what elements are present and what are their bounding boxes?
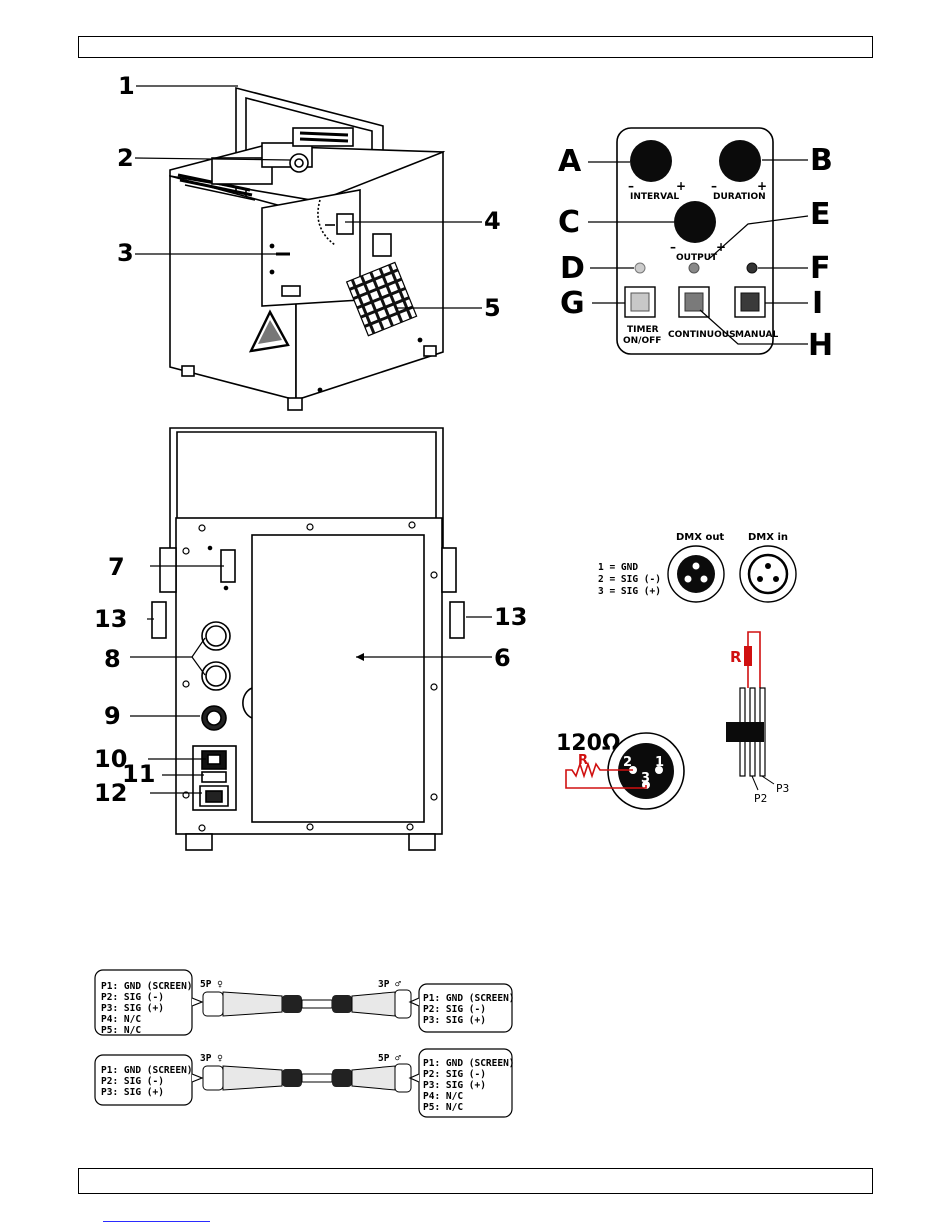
duration-knob[interactable] <box>719 140 761 182</box>
resistance-value: 120Ω <box>556 731 621 756</box>
svg-text:5: 5 <box>484 294 501 322</box>
cable2-left-pin1: P1: GND (SCREEN) <box>101 1065 193 1076</box>
header-bar <box>78 36 873 58</box>
front-callout-4: 4 <box>345 207 501 235</box>
output-plus: + <box>716 240 726 254</box>
svg-text:1: 1 <box>118 72 135 100</box>
cable1-left-pin3: P3: SIG (+) <box>101 1003 164 1014</box>
label-C: C <box>558 205 580 240</box>
cable1-left-pin2: P2: SIG (-) <box>101 992 164 1003</box>
front-callout-2: 2 <box>117 144 291 172</box>
dmx-pinout: 1 = GND 2 = SIG (-) 3 = SIG (+) DMX out … <box>598 532 797 603</box>
cable2-right-pin5: P5: N/C <box>423 1102 463 1113</box>
dmx-legend-1: 1 = GND <box>598 562 638 573</box>
label-G: G <box>560 286 585 321</box>
front-callout-3: 3 <box>117 239 277 267</box>
header-resistor-label: R <box>730 648 742 666</box>
term-resistor-label: R <box>578 753 588 768</box>
dmx-legend-2: 2 = SIG (-) <box>598 574 661 585</box>
term-pin-1: 1 <box>655 755 664 770</box>
back-callout-11: 11 <box>122 760 155 788</box>
manual-label: MANUAL <box>735 330 778 340</box>
duration-plus: + <box>757 179 767 193</box>
label-E: E <box>810 197 831 232</box>
footer-bar <box>78 1168 873 1194</box>
output-minus: – <box>670 240 676 254</box>
term-pin-2: 2 <box>623 755 632 770</box>
led-manual <box>746 262 758 274</box>
timer-label-line1: TIMER <box>627 325 659 335</box>
manual-button[interactable] <box>734 286 766 318</box>
arrow-head <box>356 653 364 661</box>
dmx-out-label: DMX out <box>676 532 724 543</box>
cable2-right-pin2: P2: SIG (-) <box>423 1069 486 1080</box>
svg-text:4: 4 <box>484 207 501 235</box>
control-panel: INTERVAL DURATION OUTPUT – + – + – + TIM… <box>616 127 778 355</box>
label-I: I <box>812 286 823 321</box>
interval-minus: – <box>628 179 634 193</box>
cable1-left-pin1: P1: GND (SCREEN) <box>101 981 193 992</box>
continuous-label: CONTINUOUS <box>668 330 736 340</box>
back-callout-lines <box>130 565 492 794</box>
header-p3: P3 <box>776 782 789 795</box>
device-front-view <box>169 86 446 411</box>
duration-minus: – <box>711 179 717 193</box>
front-callout-5: 5 <box>396 294 501 322</box>
back-callout-10: 10 <box>94 745 127 773</box>
cable1-right-pin3: P3: SIG (+) <box>423 1015 486 1026</box>
interval-plus: + <box>676 179 686 193</box>
cable1-right-label: 3P ♂ <box>378 979 401 990</box>
back-callout-6: 6 <box>494 644 511 672</box>
cable1-right-pin1: P1: GND (SCREEN) <box>423 993 515 1004</box>
term-pin-3: 3 <box>641 771 650 786</box>
label-B: B <box>810 143 833 178</box>
back-callout-13-right: 13 <box>494 603 527 631</box>
output-knob[interactable] <box>674 201 716 243</box>
back-callout-9: 9 <box>104 702 121 730</box>
duration-label: DURATION <box>713 192 766 202</box>
cable2-right-pin3: P3: SIG (+) <box>423 1080 486 1091</box>
device-back-view <box>151 427 465 851</box>
back-callout-13-left: 13 <box>94 605 127 633</box>
interval-knob[interactable] <box>630 140 672 182</box>
header-p2: P2 <box>754 792 767 805</box>
front-callout-1: 1 <box>118 72 238 100</box>
cable1-left-pin4: P4: N/C <box>101 1014 141 1025</box>
label-A: A <box>558 144 582 179</box>
adapter-cable-3p-to-5p: P1: GND (SCREEN) P2: SIG (-) P3: SIG (+)… <box>94 1048 515 1118</box>
adapter-cable-5p-to-3p: P1: GND (SCREEN) P2: SIG (-) P3: SIG (+)… <box>94 969 515 1036</box>
panel-callouts <box>588 159 809 345</box>
svg-text:3: 3 <box>117 239 134 267</box>
cable2-right-label: 5P ♂ <box>378 1053 401 1064</box>
interval-label: INTERVAL <box>630 192 679 202</box>
cable2-right-pin4: P4: N/C <box>423 1091 463 1102</box>
footer-link-underline[interactable] <box>103 1221 210 1222</box>
cable2-left-label: 3P ♀ <box>200 1053 223 1064</box>
label-H: H <box>808 328 833 363</box>
dmx-legend-3: 3 = SIG (+) <box>598 586 661 597</box>
label-F: F <box>810 251 831 286</box>
svg-text:2: 2 <box>117 144 134 172</box>
back-callout-7: 7 <box>108 553 125 581</box>
cable2-left-pin2: P2: SIG (-) <box>101 1076 164 1087</box>
dmx-in-label: DMX in <box>748 532 788 543</box>
terminator-plug: 120Ω 2 1 3 R <box>556 731 685 810</box>
cable2-left-pin3: P3: SIG (+) <box>101 1087 164 1098</box>
back-callout-8: 8 <box>104 645 121 673</box>
timer-label-line2: ON/OFF <box>623 336 661 346</box>
output-label: OUTPUT <box>676 253 718 263</box>
cable2-right-pin1: P1: GND (SCREEN) <box>423 1058 515 1069</box>
back-callout-12: 12 <box>94 779 127 807</box>
header-wire-terminator: R P2 P3 <box>726 631 789 805</box>
cable1-right-pin2: P2: SIG (-) <box>423 1004 486 1015</box>
led-timer <box>634 262 646 274</box>
label-D: D <box>560 251 585 286</box>
cable1-left-pin5: P5: N/C <box>101 1025 141 1036</box>
led-output <box>688 262 700 274</box>
cable1-left-label: 5P ♀ <box>200 979 223 990</box>
